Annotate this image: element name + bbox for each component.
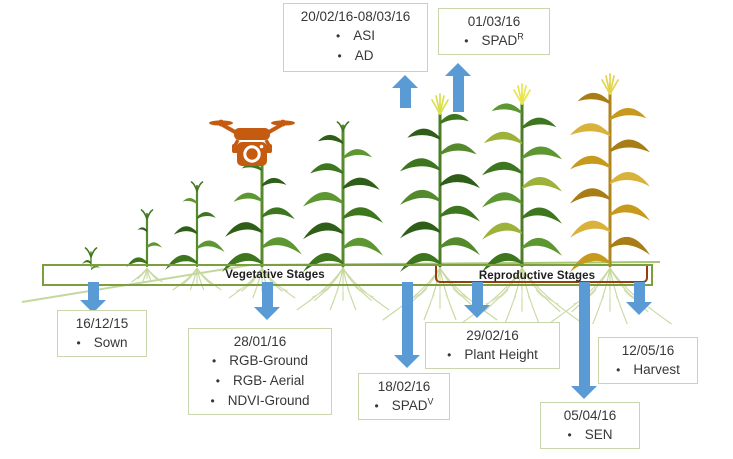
- timeline-bar: [42, 264, 653, 286]
- event-item: • AD: [288, 46, 423, 66]
- arrow-down-rgb: [254, 282, 280, 320]
- event-item-label: SPADV: [391, 396, 434, 413]
- reproductive-bracket: [435, 266, 648, 283]
- arrow-down-spad-v: [394, 282, 420, 368]
- event-box-rgb-ndvi: 28/01/16 • RGB-Ground • RGB- Aerial • ND…: [188, 328, 332, 415]
- bullet-icon: •: [616, 363, 621, 377]
- event-item: • ASI: [288, 26, 423, 46]
- event-date: 29/02/16: [466, 328, 519, 343]
- drone-camera-icon: [209, 119, 295, 166]
- event-item: • RGB-Ground: [193, 351, 327, 371]
- arrow-head: [80, 300, 106, 313]
- arrow-shaft: [87, 282, 99, 300]
- event-item: • Sown: [62, 333, 142, 353]
- event-date: 05/04/16: [563, 408, 617, 423]
- bullet-icon: •: [76, 336, 81, 350]
- event-item: • SPADV: [363, 396, 445, 416]
- event-item-label: SPADR: [481, 31, 524, 48]
- event-date: 28/01/16: [233, 334, 287, 349]
- arrow-up-spad-r: [445, 63, 471, 112]
- event-item-label: Plant Height: [464, 347, 538, 362]
- event-date: 16/12/15: [75, 316, 129, 331]
- event-box-spad-v: 18/02/16 • SPADV: [358, 373, 450, 420]
- arrow-shaft: [633, 282, 645, 302]
- corn-plant-stage-7: [482, 83, 562, 272]
- reproductive-stages-label: Reproductive Stages: [478, 270, 596, 282]
- arrow-shaft: [399, 88, 411, 108]
- event-item: • NDVI-Ground: [193, 391, 327, 411]
- corn-plant-stage-6: [400, 93, 480, 272]
- bullet-icon: •: [336, 29, 341, 43]
- arrow-head: [626, 302, 652, 315]
- event-box-spad-r: 01/03/16 • SPADR: [438, 8, 550, 55]
- event-box-sen: 05/04/16 • SEN: [540, 402, 640, 449]
- event-date: 12/05/16: [621, 343, 675, 358]
- root-system: [131, 267, 163, 283]
- bullet-icon: •: [212, 354, 217, 368]
- event-item-label: NDVI-Ground: [227, 393, 310, 408]
- event-item-label: SEN: [584, 427, 613, 442]
- corn-plant-stage-2: [126, 209, 163, 268]
- arrow-down-plant-height: [464, 282, 490, 318]
- arrow-down-harvest: [626, 282, 652, 315]
- bullet-icon: •: [447, 348, 452, 362]
- event-item-label: Sown: [93, 335, 128, 350]
- arrow-shaft: [261, 282, 273, 307]
- arrow-shaft: [471, 282, 483, 305]
- event-box-harvest: 12/05/16 • Harvest: [598, 337, 698, 384]
- arrow-head: [392, 75, 418, 88]
- root-system: [460, 267, 584, 325]
- event-item-label: ASI: [353, 28, 375, 43]
- event-item-label: RGB- Aerial: [232, 373, 305, 388]
- bullet-icon: •: [567, 428, 572, 442]
- arrow-head: [254, 307, 280, 320]
- bullet-icon: •: [215, 374, 220, 388]
- root-system: [296, 267, 390, 311]
- corn-plant-stage-3: [165, 181, 225, 270]
- event-date: 18/02/16: [377, 379, 431, 394]
- corn-plant-stage-5: [303, 121, 383, 272]
- arrow-head: [571, 386, 597, 399]
- bullet-icon: •: [210, 394, 215, 408]
- event-item-label: RGB-Ground: [229, 353, 308, 368]
- event-box-plant-height: 29/02/16 • Plant Height: [425, 322, 560, 369]
- event-item: • Harvest: [603, 360, 693, 380]
- arrow-shaft: [401, 282, 413, 355]
- event-item: • Plant Height: [430, 345, 555, 365]
- arrow-shaft: [578, 282, 590, 386]
- arrow-head: [464, 305, 490, 318]
- event-item: • SEN: [545, 425, 635, 445]
- event-item: • RGB- Aerial: [193, 371, 327, 391]
- corn-plant-stage-1: [82, 247, 100, 271]
- event-item-label: Harvest: [633, 362, 680, 377]
- bullet-icon: •: [337, 49, 342, 63]
- corn-plant-stage-4: [222, 148, 302, 272]
- event-box-sown: 16/12/15 • Sown: [57, 310, 147, 357]
- event-date: 20/02/16-08/03/16: [300, 9, 411, 24]
- event-date: 01/03/16: [467, 14, 521, 29]
- arrow-shaft: [452, 76, 464, 112]
- bullet-icon: •: [464, 34, 469, 48]
- event-item: • SPADR: [443, 31, 545, 51]
- arrow-head: [394, 355, 420, 368]
- arrow-down-sown: [80, 282, 106, 313]
- event-item-label: AD: [354, 48, 374, 63]
- arrow-up-asi-ad: [392, 75, 418, 108]
- corn-plant-stage-8: [570, 73, 650, 272]
- arrow-down-sen: [571, 282, 597, 399]
- event-box-asi-ad: 20/02/16-08/03/16 • ASI • AD: [283, 3, 428, 72]
- arrow-head: [445, 63, 471, 76]
- vegetative-stages-label: Vegetative Stages: [225, 269, 325, 281]
- bullet-icon: •: [374, 399, 379, 413]
